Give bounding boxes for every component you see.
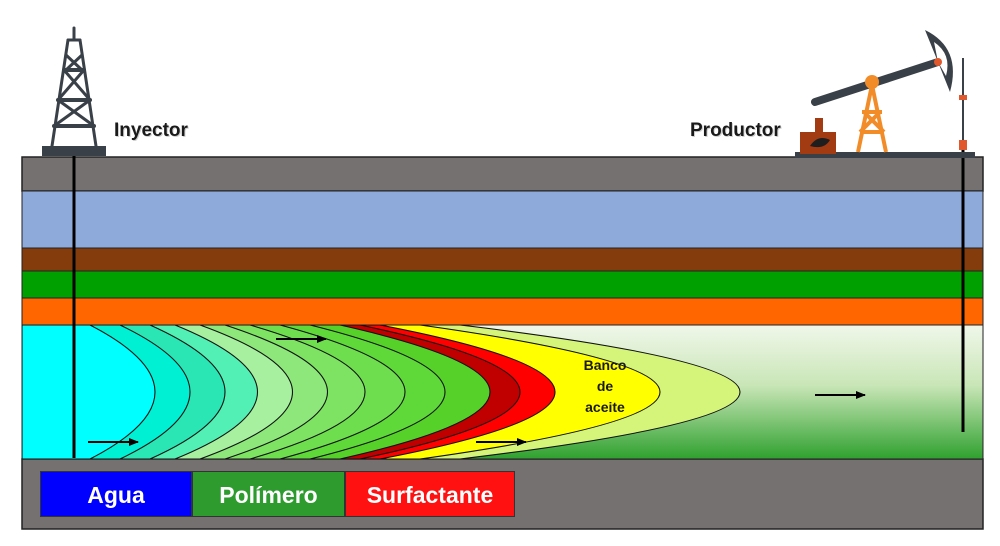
overburden-top [21, 156, 984, 192]
legend-surfactant: Surfactante [345, 471, 515, 517]
oil-bank-label-line-1: Banco [583, 357, 627, 373]
derrick-icon [42, 26, 106, 156]
oil-bank-label: Banco de aceite [565, 355, 645, 418]
pumpjack-icon [795, 30, 975, 158]
water-zone [22, 325, 156, 459]
layer-orange [21, 297, 984, 326]
oil-bank-label-line-3: aceite [585, 399, 625, 415]
layer-blue [21, 190, 984, 249]
injector-label: Inyector [114, 120, 188, 141]
oil-bank-label-line-2: de [596, 378, 614, 394]
layer-brown [21, 247, 984, 272]
legend-polymer: Polímero [192, 471, 345, 517]
layer-green [21, 270, 984, 299]
producer-label: Productor [690, 120, 781, 141]
legend-water: Agua [40, 471, 192, 517]
